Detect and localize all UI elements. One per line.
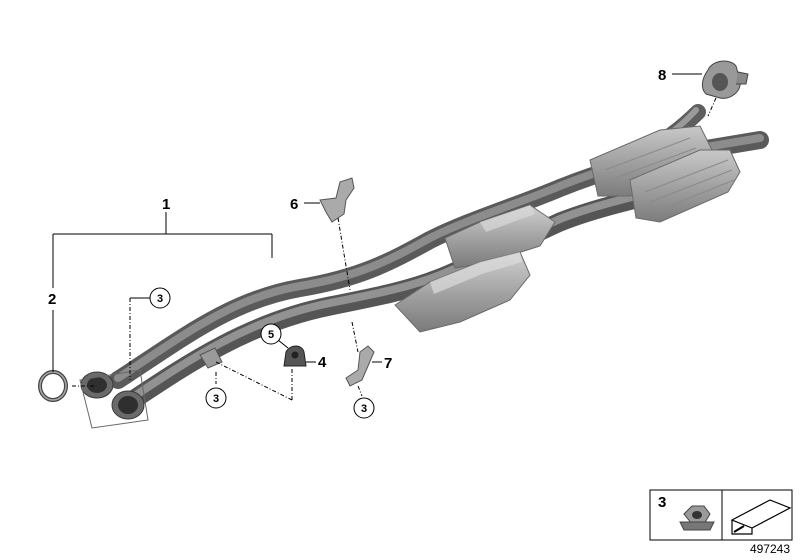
- direction-arrow-icon: [730, 499, 792, 535]
- gasket-ring: [38, 370, 68, 402]
- muffler-front: [629, 149, 741, 223]
- callout-3-circle-c: 3: [353, 397, 375, 419]
- leader-lines: [52, 73, 717, 401]
- reference-number: 497243: [750, 542, 790, 556]
- callout-5: 5: [268, 329, 274, 341]
- legend-box: 3: [649, 489, 793, 541]
- callout-3-circle-b: 3: [205, 387, 227, 409]
- callout-3-c: 3: [361, 403, 367, 415]
- callout-3-a: 3: [157, 293, 163, 305]
- bracket-lower: [345, 345, 375, 387]
- callout-5-circle: 5: [260, 323, 282, 345]
- callout-8: 8: [658, 67, 666, 84]
- callout-3-b: 3: [213, 393, 219, 405]
- legend-item-number: 3: [658, 494, 666, 511]
- callout-1: 1: [162, 196, 170, 213]
- inlet-flanges: [79, 369, 149, 429]
- pipe-clamp: [701, 60, 749, 99]
- callout-6: 6: [290, 196, 298, 213]
- callout-4: 4: [318, 354, 327, 371]
- nut-icon: [679, 505, 715, 531]
- callout-7: 7: [384, 355, 392, 372]
- bracket-upper: [319, 177, 355, 223]
- catalytic-converter-front: [394, 251, 531, 333]
- catalytic-converter-rear: [444, 204, 556, 269]
- rubber-mount: [283, 345, 307, 367]
- pipe-bracket-tab: [199, 347, 223, 369]
- callout-3-circle-a: 3: [149, 287, 171, 309]
- exhaust-assembly: [79, 104, 769, 429]
- callout-2: 2: [48, 291, 56, 308]
